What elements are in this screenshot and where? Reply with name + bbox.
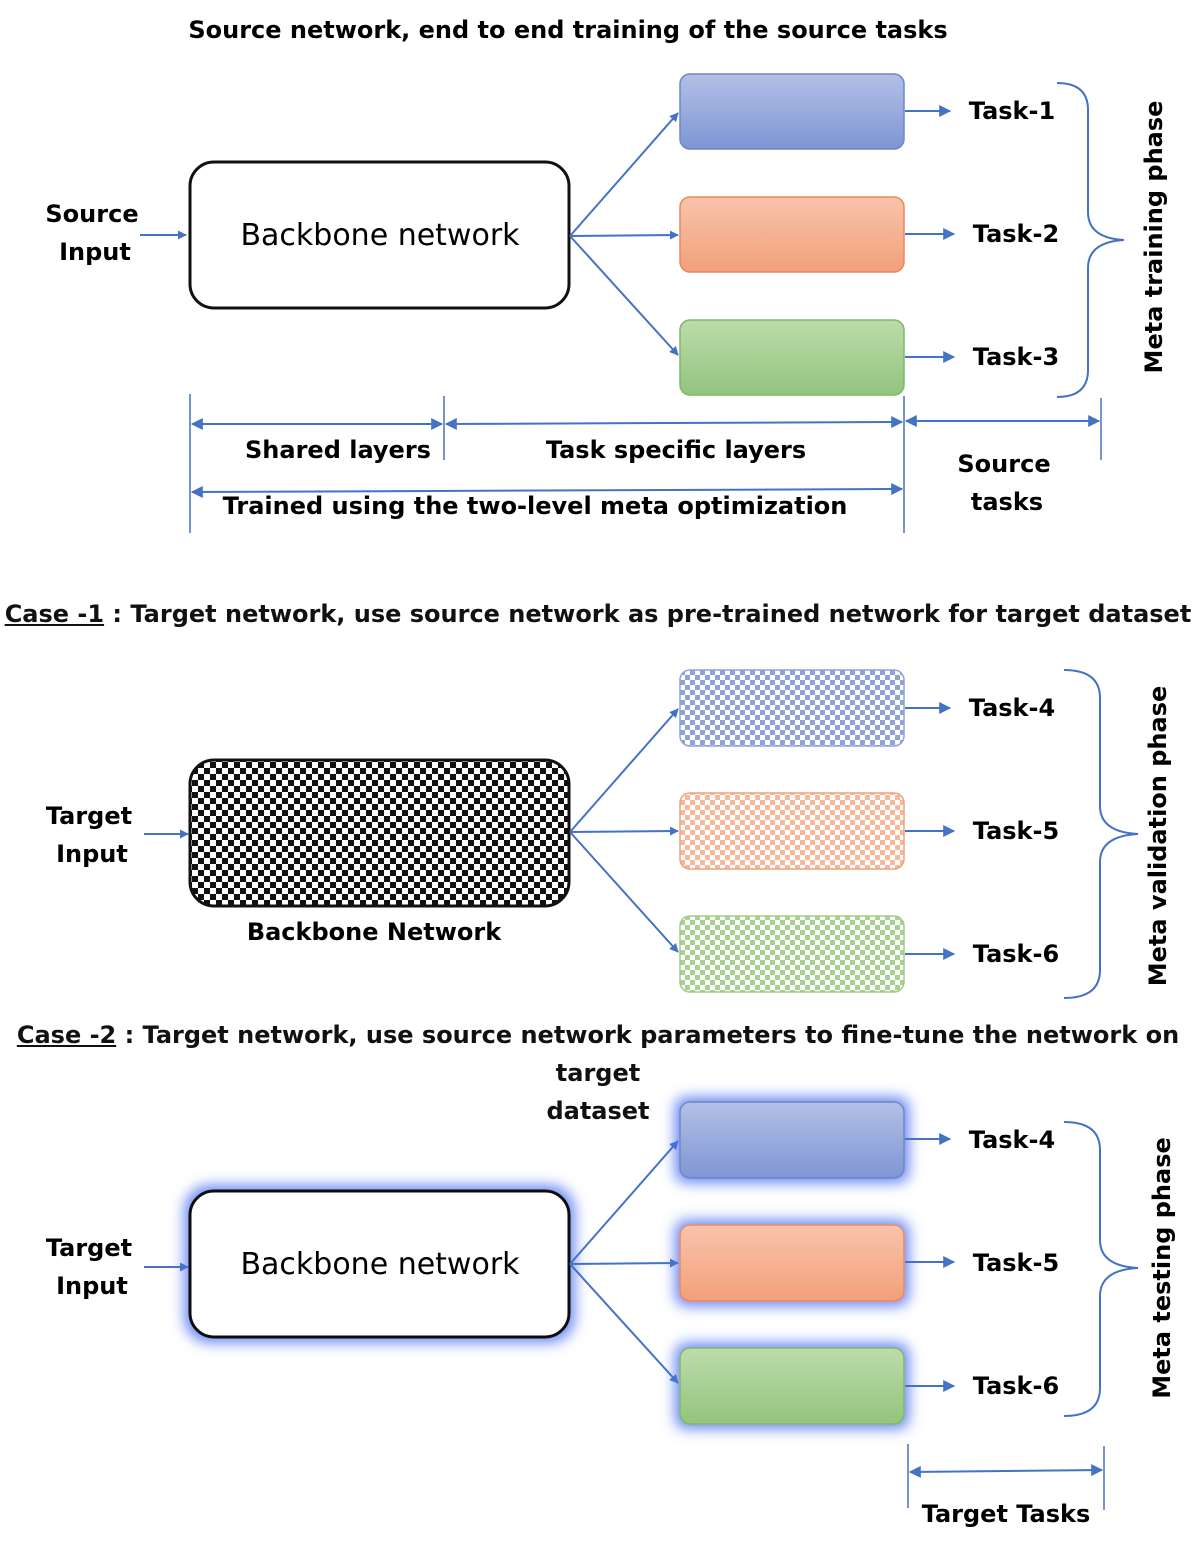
source-backbone-label: Backbone network [240, 218, 520, 253]
case-2-input-label-line2: Input [56, 1272, 128, 1300]
case-1-backbone-box [188, 758, 571, 908]
case-1-label: Case -1 [4, 600, 105, 628]
task-1-head-box [679, 73, 905, 150]
task-3-head-box [679, 319, 905, 396]
task-2-label: Task-2 [973, 220, 1059, 248]
case-2-label: Case -2 [16, 1021, 117, 1049]
meta-optimization-span-arrow [190, 483, 904, 498]
meta-training-brace [1056, 82, 1125, 398]
case-2-backbone-box [188, 1189, 571, 1339]
case-1-backbone-caption: Backbone Network [247, 918, 502, 946]
source-backbone-box [188, 160, 571, 310]
case-2-input-label-line1: Target [46, 1234, 132, 1262]
task-3-label: Task-3 [973, 343, 1059, 371]
task-specific-span-arrow [444, 416, 904, 430]
case-2-branch-arrow-task-4 [569, 1140, 679, 1265]
meta-training-phase-label: Meta training phase [1140, 101, 1168, 374]
case-2-task-6-label: Task-6 [973, 1372, 1059, 1400]
case-1-branch-arrow-task-4 [569, 708, 679, 833]
branch-arrow-task-2 [569, 230, 679, 240]
case-2-task-4-label: Task-4 [969, 1126, 1055, 1154]
section-1-title: Source network, end to end training of t… [188, 16, 947, 44]
meta-optimization-label: Trained using the two-level meta optimiz… [223, 492, 848, 520]
section-case-2: Target Input Backbone network Task-4 Tas… [46, 1101, 1176, 1528]
source-tasks-label-line2: tasks [971, 488, 1043, 516]
shared-layers-label: Shared layers [245, 436, 431, 464]
target-tasks-label: Target Tasks [922, 1500, 1091, 1528]
source-tasks-label-line1: Source [957, 450, 1050, 478]
meta-testing-brace [1063, 1121, 1139, 1417]
meta-validation-brace [1063, 669, 1139, 999]
case-2-branch-arrow-task-6 [569, 1263, 679, 1384]
case-1-branch-arrow-task-5 [569, 826, 679, 836]
case-1-task-4-head-box [679, 669, 905, 747]
case-2-task-4-head-box [679, 1101, 905, 1179]
case-1-title-text: : Target network, use source network as … [104, 600, 1192, 628]
meta-testing-phase-label: Meta testing phase [1148, 1137, 1176, 1399]
meta-validation-phase-label: Meta validation phase [1144, 686, 1172, 987]
case-1-input-label-line1: Target [46, 802, 132, 830]
case-1-input-label-line2: Input [56, 840, 128, 868]
task-1-label: Task-1 [969, 97, 1055, 125]
case-1-task-5-label: Task-5 [973, 817, 1059, 845]
section-case-1: Target Input Backbone Network Task-4 Tas… [46, 669, 1172, 999]
case-2-task-5-head-box [679, 1224, 905, 1302]
case-2-backbone-label: Backbone network [240, 1247, 520, 1282]
section-source-network: Source network, end to end training of t… [45, 16, 1168, 533]
target-tasks-span-arrow [908, 1464, 1104, 1478]
case-2-task-6-head-box [679, 1347, 905, 1425]
source-input-label-line1: Source [45, 200, 138, 228]
case-1-task-6-head-box [679, 915, 905, 993]
task-specific-layers-label: Task specific layers [546, 436, 806, 464]
branch-arrow-task-1 [569, 112, 679, 237]
task-2-head-box [679, 196, 905, 273]
case-1-branch-arrow-task-6 [569, 831, 679, 953]
case-2-title-line2: dataset [546, 1097, 650, 1125]
case-2-title: Case -2 : Target network, use source net… [0, 1016, 1196, 1130]
case-1-task-5-head-box [679, 792, 905, 870]
case-2-branch-arrow-task-5 [569, 1258, 679, 1268]
case-1-task-6-label: Task-6 [973, 940, 1059, 968]
case-2-title-text: : Target network, use source network par… [116, 1021, 1180, 1087]
source-input-label-line2: Input [59, 238, 131, 266]
case-1-task-4-label: Task-4 [969, 694, 1055, 722]
branch-arrow-task-3 [569, 235, 679, 356]
case-1-title: Case -1 : Target network, use source net… [0, 595, 1196, 633]
case-2-task-5-label: Task-5 [973, 1249, 1059, 1277]
